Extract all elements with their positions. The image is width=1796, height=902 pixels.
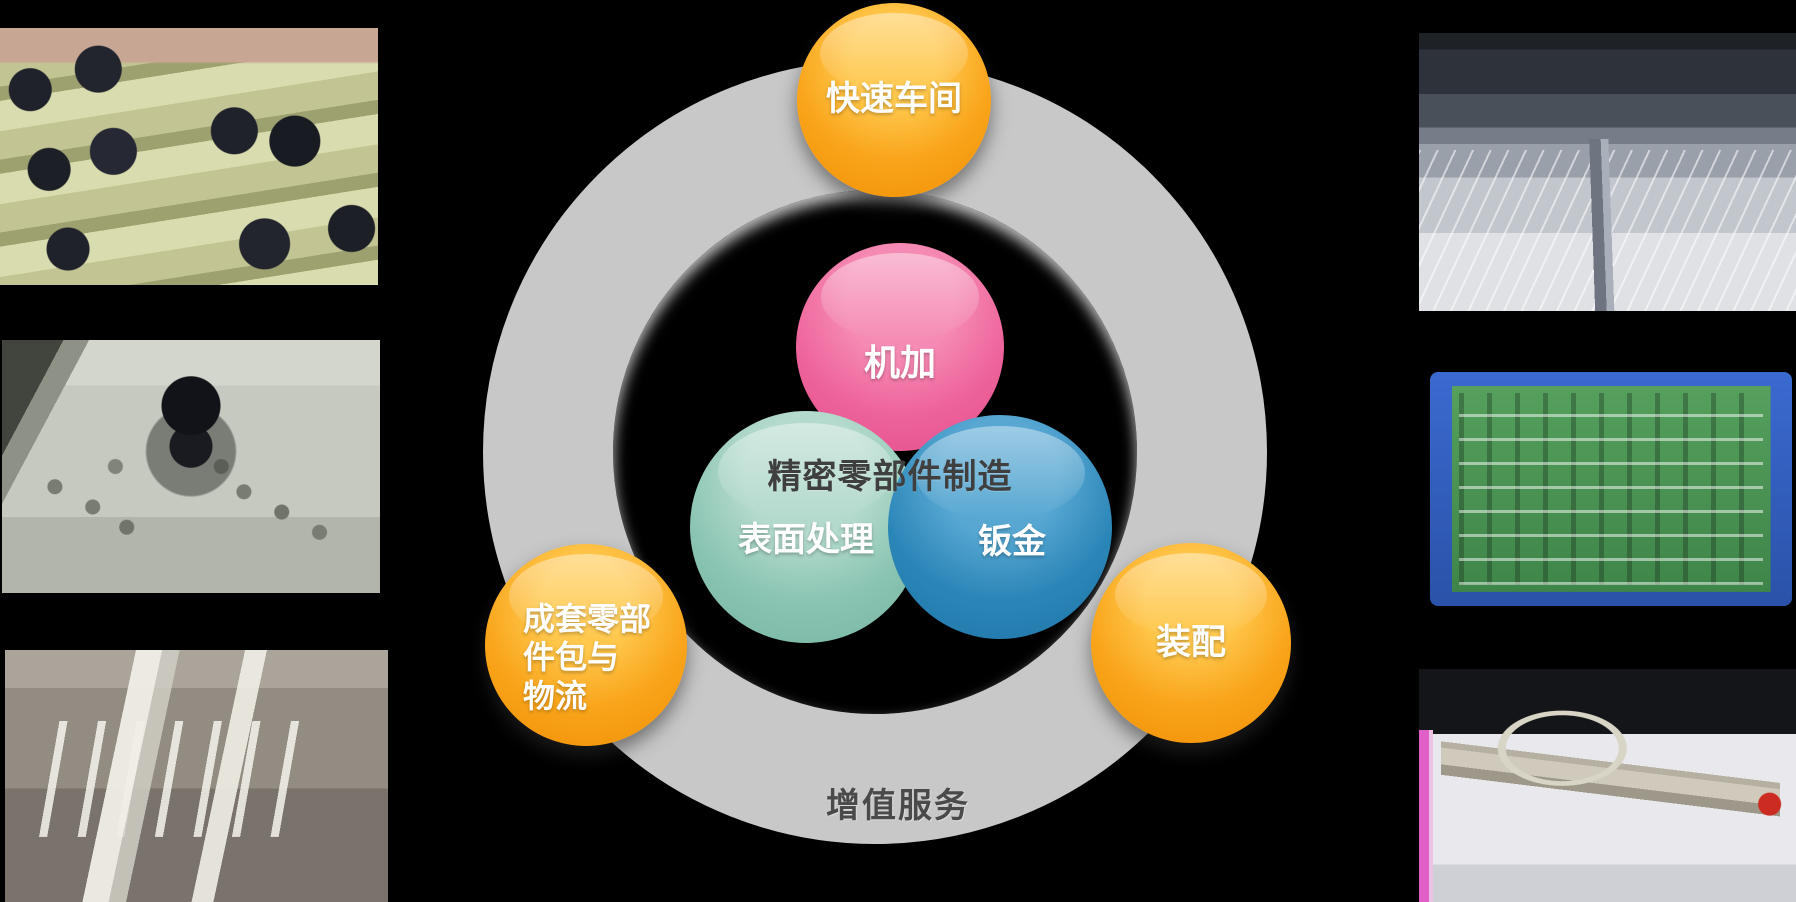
- gloss-highlight: [820, 253, 980, 341]
- photo-castings: [0, 28, 378, 285]
- circle-assembly: 装配: [1091, 543, 1291, 743]
- circle-kit-logistics: 成套零部 件包与 物流: [485, 544, 687, 746]
- center-label: 精密零部件制造: [767, 458, 1013, 496]
- photo-cnc-machining: [1419, 33, 1796, 311]
- kit-logistics-line-2: 件包与: [523, 639, 620, 676]
- circle-rapid-workshop: 快速车间: [797, 3, 991, 197]
- photo-assembly-jig: [1419, 669, 1796, 902]
- photo-machined-plate: [2, 340, 380, 593]
- photo-kit-tray: [1430, 372, 1792, 606]
- ring-label: 增值服务: [826, 787, 970, 825]
- photo-aluminum-frame: [5, 650, 388, 902]
- circle-assembly-label: 装配: [1155, 622, 1226, 662]
- circle-surface-treatment-label: 表面处理: [738, 521, 874, 560]
- circle-kit-logistics-label: 成套零部 件包与 物流: [523, 600, 651, 715]
- circle-sheet-metal-label: 钣金: [978, 523, 1046, 562]
- circle-rapid-workshop-label: 快速车间: [826, 80, 962, 119]
- kit-logistics-line-3: 物流: [523, 677, 588, 714]
- circle-machining-label: 机加: [863, 342, 936, 384]
- kit-logistics-line-1: 成套零部: [523, 601, 652, 637]
